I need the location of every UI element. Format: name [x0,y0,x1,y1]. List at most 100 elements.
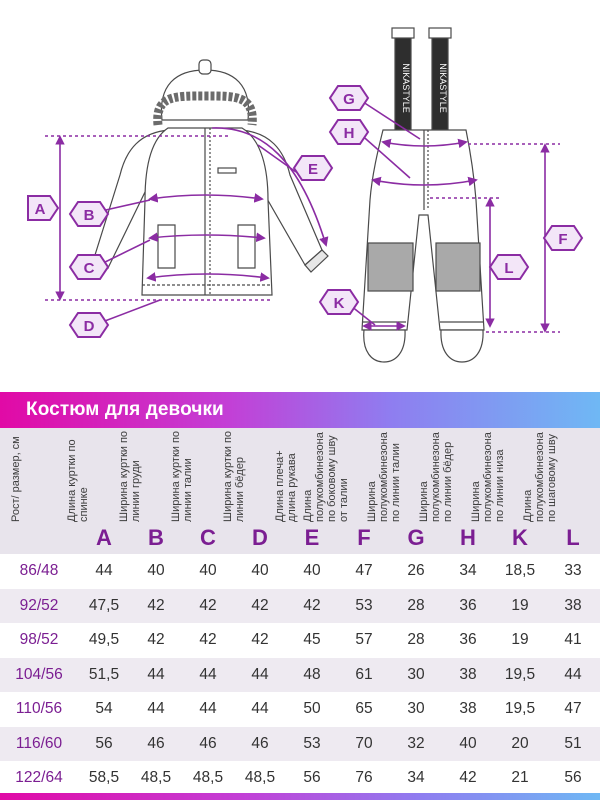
value-cell: 45 [303,631,321,648]
size-cell: 92/52 [19,596,59,614]
header-label: Ширина полукомбинезона по линии низа [470,432,506,522]
value-cell: 44 [564,665,582,683]
marker-e: E [292,155,334,181]
marker-e-label: E [308,161,318,178]
marker-l: L [488,254,530,280]
value-cell: 76 [355,769,373,786]
value-cell: 19 [511,596,529,614]
value-cell: 51,5 [88,665,120,683]
marker-c: C [68,254,110,280]
value-cell: 34 [407,769,425,786]
value-cell: 44 [251,665,269,683]
value-cell: 42 [199,596,217,614]
value-cell: 48 [303,665,321,683]
header-letter: G [407,525,425,550]
header-letter: A [96,525,112,550]
marker-h: H [328,119,370,145]
value-cell: 47 [355,562,373,579]
value-cell: 42 [303,596,321,614]
value-cell: 42 [459,769,477,786]
value-cell: 61 [355,665,373,683]
value-cell: 44 [199,700,217,717]
value-cell: 57 [355,631,373,648]
value-cell: 44 [147,665,165,683]
value-cell: 36 [459,596,477,614]
header-label: Ширина полукомбинезона по линии бёдер [418,432,454,522]
value-cell: 48,5 [140,769,172,786]
value-cell: 42 [147,596,165,614]
header-label: Ширина куртки по линии бёдер [222,430,246,522]
value-cell: 44 [147,700,165,717]
value-cell: 34 [459,562,477,579]
value-cell: 42 [251,596,269,614]
value-cell: 47 [564,700,582,717]
marker-k-label: K [334,295,345,312]
value-cell: 46 [199,734,217,752]
marker-h-label: H [344,125,355,142]
size-cell: 104/56 [15,665,63,683]
marker-b-label: B [84,207,95,224]
value-cell: 56 [303,769,321,786]
header-letter: L [566,525,580,550]
strap-text-right: NIKASTYLE [438,63,448,113]
value-cell: 38 [564,596,582,614]
size-cell: 110/56 [15,700,63,717]
value-cell: 41 [564,631,582,648]
header-letter: H [460,525,476,550]
size-cell: 98/52 [19,631,59,648]
marker-a-label: A [35,201,46,218]
value-cell: 42 [147,631,165,648]
header-label: Рост/ размер, см [10,436,22,522]
value-cell: 28 [407,596,425,614]
header-letter: D [252,525,268,550]
table-title: Костюм для девочки [26,399,224,420]
value-cell: 32 [407,734,425,752]
value-cell: 65 [355,700,373,717]
value-cell: 28 [407,631,425,648]
header-label: Длина полукомбинезона по шаговому шву [522,432,558,522]
header-label: Длина полукомбинезона по боковому шву от… [302,432,350,522]
table-title-banner: Костюм для девочки [0,392,600,428]
value-cell: 50 [303,700,321,717]
header-cell-f: Длина полукомбинезона по боковому шву от… [302,428,390,554]
marker-d: D [68,312,110,338]
value-cell: 51 [564,734,582,752]
value-cell: 30 [407,700,425,717]
header-letter: F [357,525,371,550]
bottom-accent-bar [0,793,600,800]
measurement-lines [45,99,560,333]
size-cell: 122/64 [15,769,63,786]
value-cell: 48,5 [192,769,224,786]
marker-b: B [68,201,110,227]
marker-g: G [328,85,370,111]
value-cell: 20 [511,734,529,752]
header-label: Ширина куртки по линии груди [118,430,142,522]
value-cell: 42 [199,631,217,648]
value-cell: 54 [95,700,113,717]
marker-l-label: L [504,260,513,277]
value-cell: 44 [199,665,217,683]
size-cell: 86/48 [19,562,59,579]
value-cell: 58,5 [88,769,120,786]
marker-k: K [318,289,360,315]
value-cell: 18,5 [504,562,536,579]
value-cell: 38 [459,700,477,717]
value-cell: 53 [303,734,321,752]
value-cell: 44 [251,700,269,717]
value-cell: 56 [564,769,582,786]
header-label: Ширина полукомбинезона по линии талии [366,432,402,522]
value-cell: 49,5 [88,631,120,648]
value-cell: 48,5 [244,769,276,786]
